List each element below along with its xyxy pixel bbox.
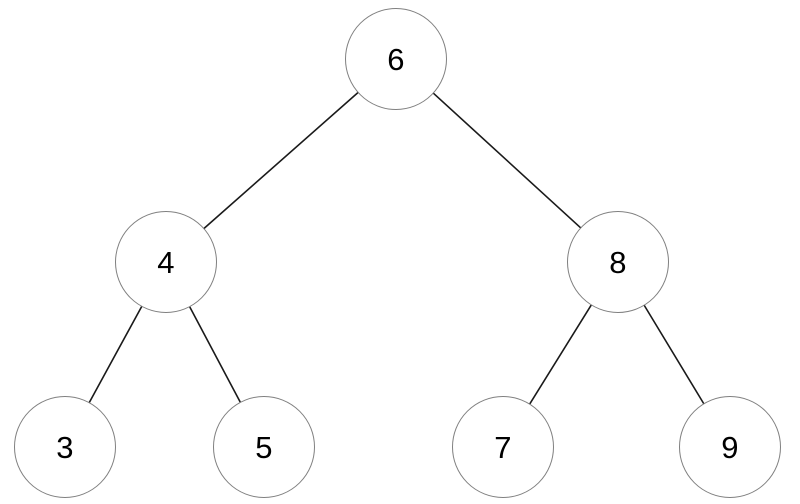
tree-node-label: 6	[387, 41, 405, 77]
tree-node-7[interactable]: 7	[452, 396, 554, 498]
tree-edge-6-8	[432, 92, 582, 229]
tree-node-label: 8	[609, 244, 627, 280]
tree-edge-4-5	[189, 306, 241, 403]
tree-node-label: 3	[56, 429, 74, 465]
tree-edge-8-7	[529, 304, 592, 405]
tree-node-label: 7	[494, 429, 512, 465]
tree-node-3[interactable]: 3	[14, 396, 116, 498]
tree-node-label: 9	[721, 429, 739, 465]
tree-node-label: 5	[255, 429, 273, 465]
tree-node-label: 4	[157, 244, 175, 280]
tree-node-4[interactable]: 4	[115, 211, 217, 313]
tree-node-8[interactable]: 8	[567, 211, 669, 313]
tree-node-6[interactable]: 6	[345, 8, 447, 110]
tree-node-9[interactable]: 9	[679, 396, 781, 498]
tree-edge-8-9	[643, 304, 705, 405]
tree-edge-6-4	[203, 91, 359, 230]
tree-edge-4-3	[88, 305, 143, 404]
tree-node-5[interactable]: 5	[213, 396, 315, 498]
